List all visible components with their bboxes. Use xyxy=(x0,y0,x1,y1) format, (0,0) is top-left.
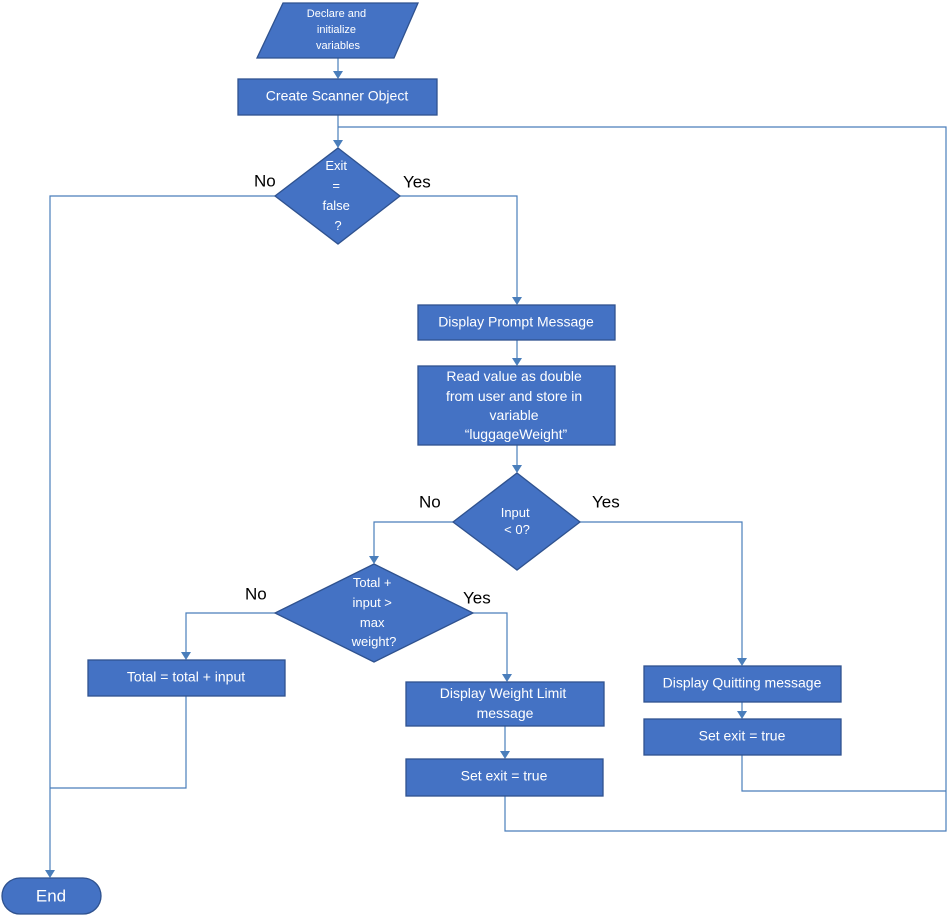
edge-exit-yes-to-prompt xyxy=(400,195,518,297)
arrowhead xyxy=(45,870,55,878)
label-exit-yes: Yes xyxy=(403,172,431,191)
edge-input-no-to-weight-check xyxy=(373,521,453,556)
arrowhead xyxy=(181,652,191,660)
node-weight-check: Total + input > max weight? xyxy=(273,563,475,663)
arrowhead xyxy=(737,658,747,666)
node-quit-msg: Display Quitting message xyxy=(643,665,842,703)
prompt-text: Display Prompt Message xyxy=(438,314,594,330)
quit-msg-text: Display Quitting message xyxy=(663,675,822,691)
prompt-shape xyxy=(417,304,616,341)
weight-limit-msg-shape xyxy=(405,681,605,727)
node-add-total: Total = total + input xyxy=(87,659,286,697)
weight-limit-msg-text: Display Weight Limit message xyxy=(440,685,570,721)
set-exit-quit-shape xyxy=(643,718,842,756)
weight-check-text: Total + input > max weight? xyxy=(351,575,397,649)
node-exit-check: Exit = false ? xyxy=(273,147,402,245)
arrowhead xyxy=(502,674,512,682)
label-input-no: No xyxy=(419,492,441,511)
label-input-yes: Yes xyxy=(592,492,620,511)
arrowhead xyxy=(512,297,522,305)
node-end: End xyxy=(1,877,102,915)
arrowhead xyxy=(737,711,747,719)
node-input-check: Input < 0? xyxy=(451,472,582,571)
edge-exit-no-to-end xyxy=(49,195,275,870)
arrowhead xyxy=(512,358,522,366)
edge-weight-no-to-add-total xyxy=(185,612,275,652)
node-weight-limit-msg: Display Weight Limit message xyxy=(405,681,605,727)
edge-loop-return xyxy=(338,126,947,832)
quit-msg-shape xyxy=(643,665,842,703)
edge-weight-yes-to-limit-msg xyxy=(473,612,508,674)
read-value-shape xyxy=(417,365,616,446)
connectors xyxy=(45,58,947,878)
declare-text: Declare and initialize variables xyxy=(307,8,369,52)
arrowhead xyxy=(512,465,522,473)
exit-check-shape xyxy=(273,147,402,245)
arrowhead xyxy=(333,140,343,148)
node-set-exit-limit: Set exit = true xyxy=(405,758,604,797)
set-exit-limit-text: Set exit = true xyxy=(461,768,548,784)
arrowhead xyxy=(333,71,343,79)
node-declare: Declare and initialize variables xyxy=(255,2,419,59)
input-check-shape xyxy=(451,472,582,571)
weight-check-shape xyxy=(273,563,475,663)
node-set-exit-quit: Set exit = true xyxy=(643,718,842,756)
end-text: End xyxy=(36,886,66,905)
edge-set-exit-quit-to-loop xyxy=(741,755,946,792)
label-weight-no: No xyxy=(245,584,267,603)
edge-labels: No Yes No Yes No Yes xyxy=(245,171,620,607)
exit-check-text: Exit = false ? xyxy=(322,158,353,233)
set-exit-quit-text: Set exit = true xyxy=(699,728,786,744)
set-exit-limit-shape xyxy=(405,758,604,797)
scanner-shape xyxy=(237,78,438,116)
node-display-prompt: Display Prompt Message xyxy=(417,304,616,341)
label-exit-no: No xyxy=(254,171,276,190)
edge-input-yes-to-quit-msg xyxy=(580,521,743,658)
declare-shape xyxy=(255,2,419,59)
arrowhead xyxy=(369,556,379,564)
node-create-scanner: Create Scanner Object xyxy=(237,78,438,116)
add-total-shape xyxy=(87,659,286,697)
input-check-text: Input < 0? xyxy=(501,505,534,537)
arrowhead xyxy=(500,751,510,759)
node-read-value: Read value as double from user and store… xyxy=(417,365,616,446)
edge-add-total-to-end-path xyxy=(50,696,187,789)
label-weight-yes: Yes xyxy=(463,588,491,607)
add-total-text: Total = total + input xyxy=(127,669,245,685)
scanner-text: Create Scanner Object xyxy=(266,88,409,104)
read-value-text: Read value as double from user and store… xyxy=(446,368,586,442)
end-shape xyxy=(1,877,102,915)
